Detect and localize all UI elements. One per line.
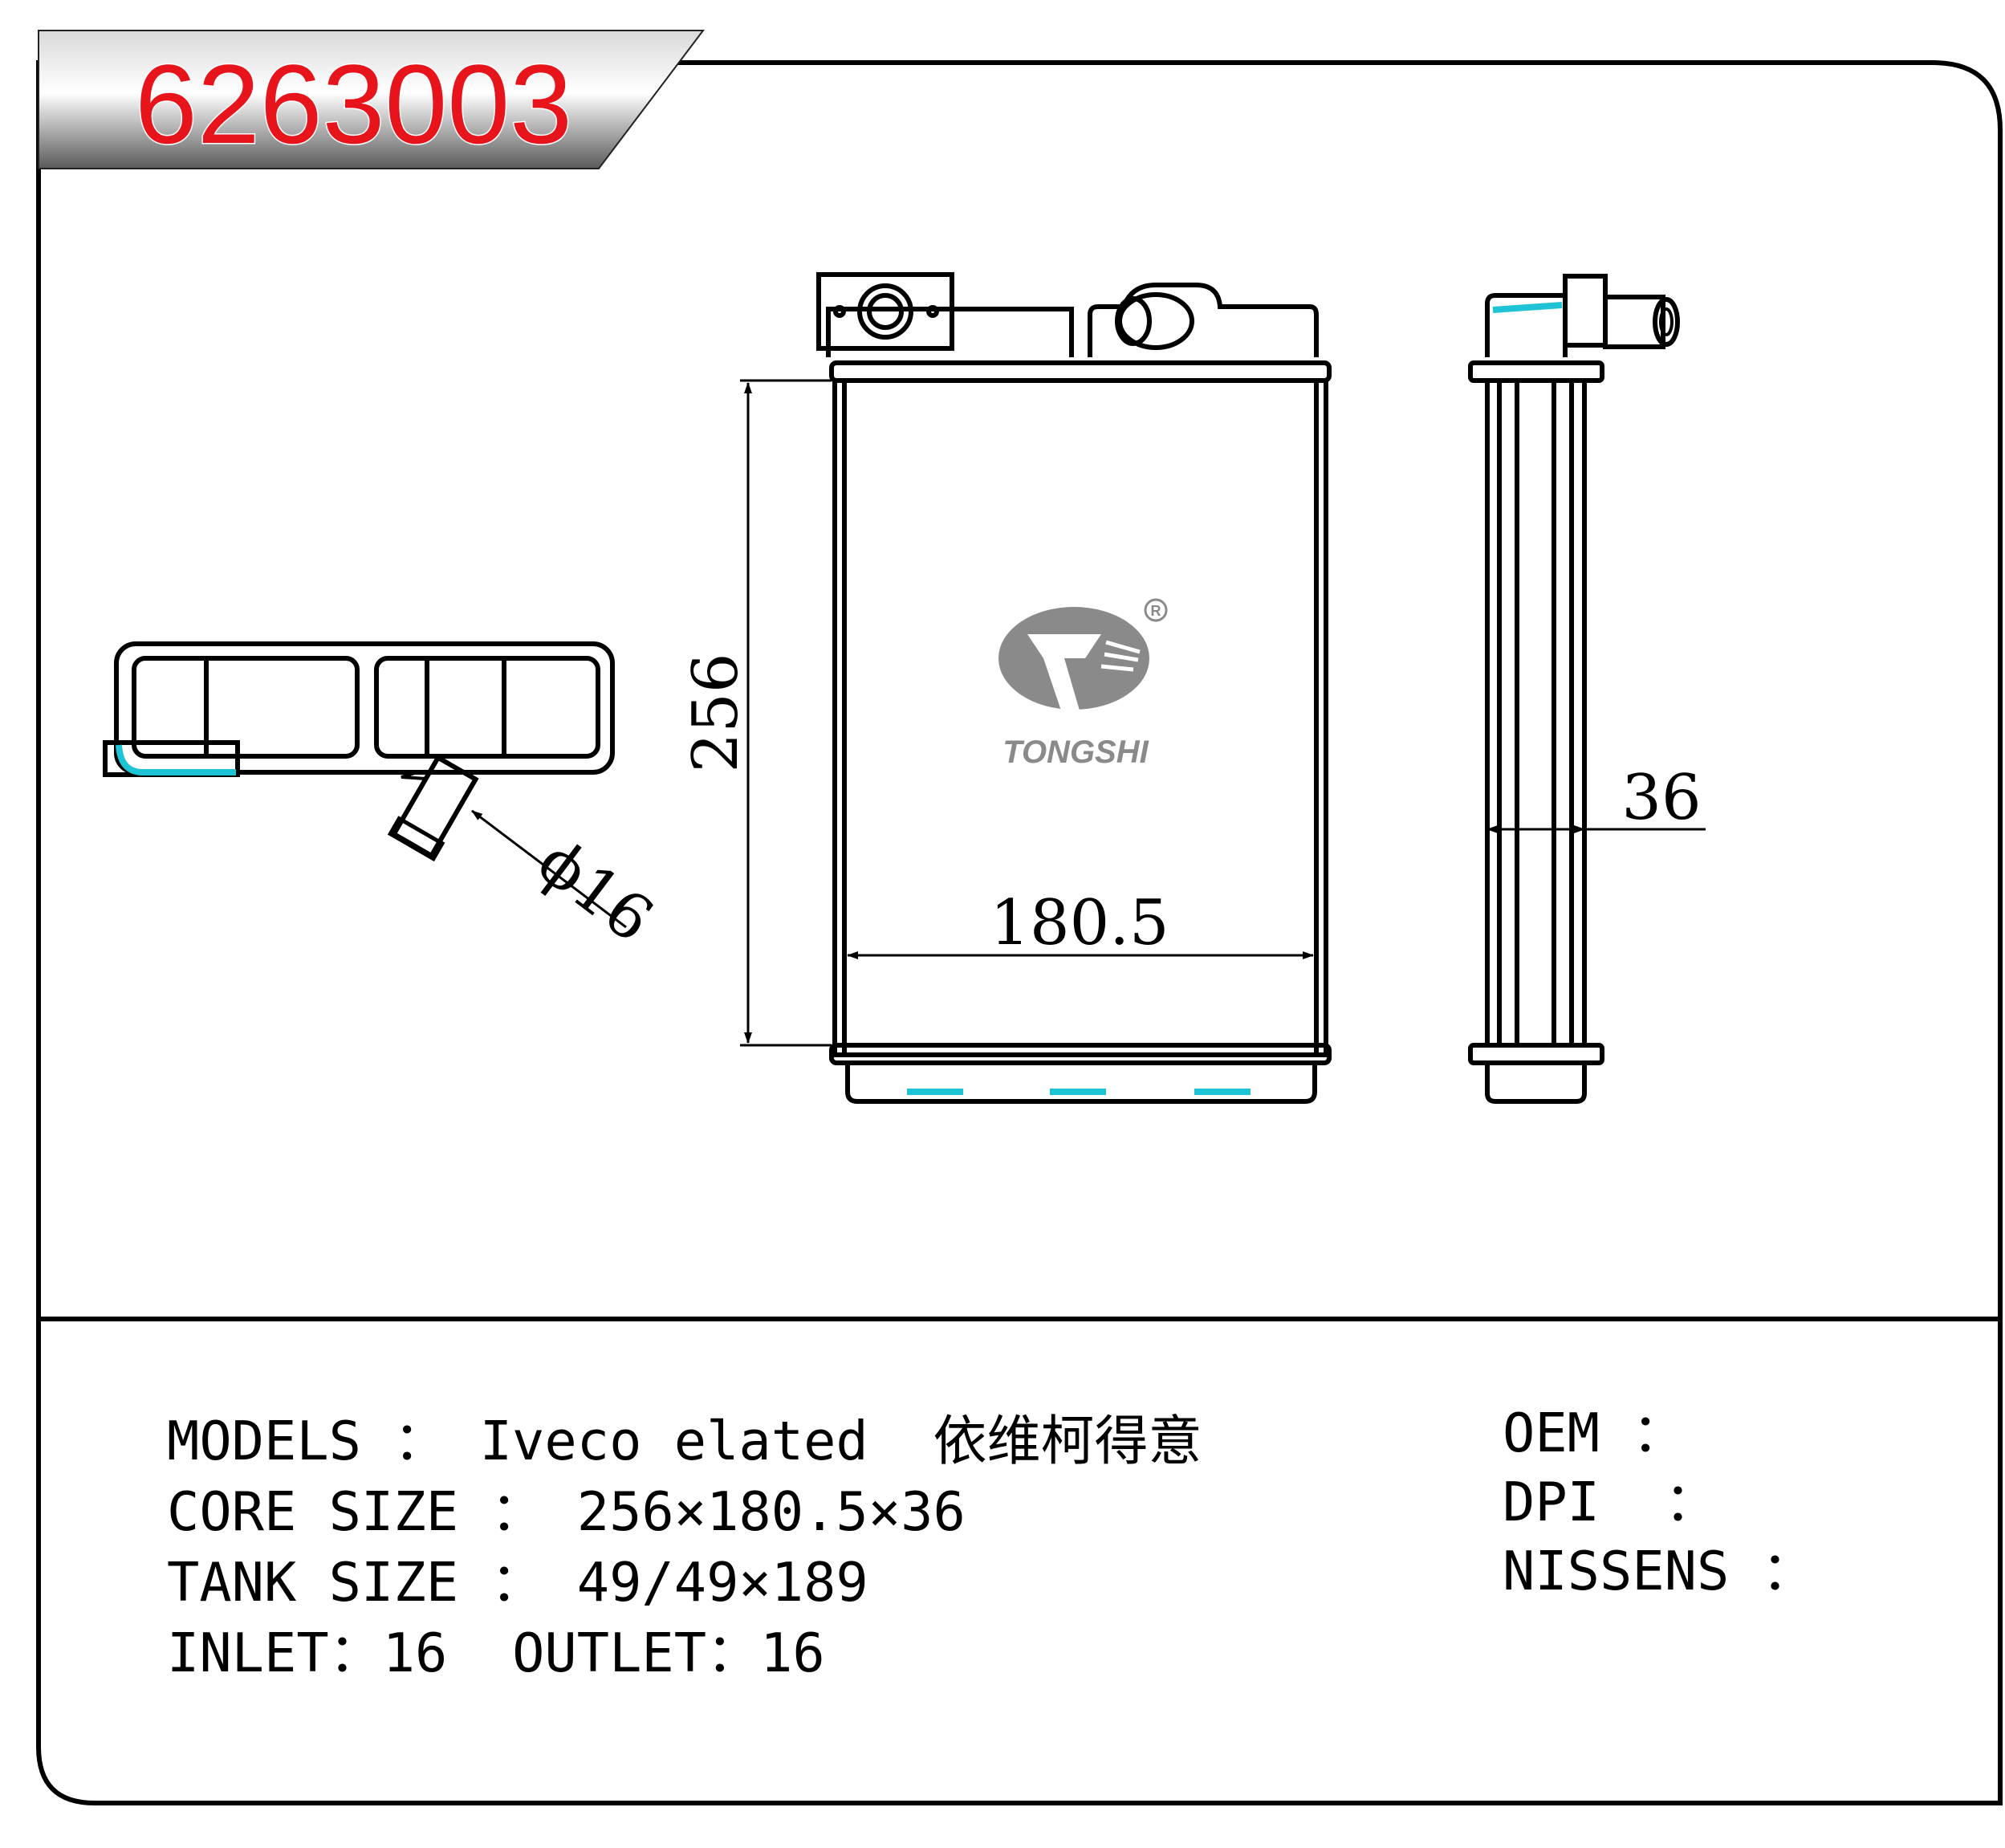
core-size-label: CORE SIZE <box>167 1480 459 1543</box>
nissens-label: NISSENS <box>1503 1540 1730 1602</box>
models-label: MODELS <box>167 1410 362 1472</box>
oem-line: OEM ： <box>1503 1406 1686 1460</box>
models-separator: ： <box>393 1410 448 1472</box>
core-size-line: CORE SIZE ： 256×180.5×36 <box>167 1485 966 1539</box>
dpi-label: DPI <box>1503 1471 1600 1533</box>
part-number-banner: 6263003 <box>38 30 706 169</box>
inlet-value: 16 <box>382 1622 448 1684</box>
inlet-separator: ： <box>328 1622 383 1684</box>
top-view <box>103 641 615 862</box>
outlet-separator: ： <box>706 1622 761 1684</box>
depth-label: 36 <box>1621 762 1701 834</box>
models-line: MODELS ： Iveco elated 依维柯得意 <box>167 1414 1202 1468</box>
cyan-edge-side <box>1492 302 1563 313</box>
registered-mark-icon <box>1144 598 1168 622</box>
oem-label: OEM <box>1503 1402 1600 1464</box>
side-view <box>1468 274 1680 1104</box>
outlet-value: 16 <box>760 1622 825 1684</box>
svg-text:R: R <box>1151 603 1161 619</box>
dpi-separator: ： <box>1664 1471 1718 1533</box>
core-size-separator: ： <box>490 1480 545 1543</box>
inlet-outlet-line: INLET：16 OUTLET：16 <box>167 1626 825 1680</box>
cyan-edge-left <box>116 744 236 775</box>
part-number: 6263003 <box>135 41 572 167</box>
brand-name: TONGSHI <box>1002 735 1149 770</box>
nissens-separator: ： <box>1761 1540 1816 1602</box>
core-size-value: 256×180.5×36 <box>576 1480 966 1543</box>
tongshi-logo: R TONGSHI <box>998 598 1168 770</box>
diameter-leader <box>471 809 627 929</box>
nissens-line: NISSENS ： <box>1503 1545 1816 1598</box>
oem-separator: ： <box>1632 1402 1686 1464</box>
tank-size-separator: ： <box>490 1551 545 1614</box>
front-view <box>816 272 1332 1104</box>
tank-size-value: 49/49×189 <box>576 1551 868 1614</box>
tank-size-label: TANK SIZE <box>167 1551 459 1614</box>
diameter-label: ϕ16 <box>525 825 666 957</box>
dpi-line: DPI ： <box>1503 1476 1718 1529</box>
width-label: 180.5 <box>990 887 1169 959</box>
height-dimension <box>740 379 832 1047</box>
height-label: 256 <box>680 653 752 773</box>
inlet-label: INLET <box>167 1622 329 1684</box>
outlet-label: OUTLET <box>512 1622 707 1684</box>
models-value: Iveco elated 依维柯得意 <box>479 1410 1202 1472</box>
outer-frame <box>36 60 2003 1805</box>
tank-size-line: TANK SIZE ： 49/49×189 <box>167 1556 868 1610</box>
